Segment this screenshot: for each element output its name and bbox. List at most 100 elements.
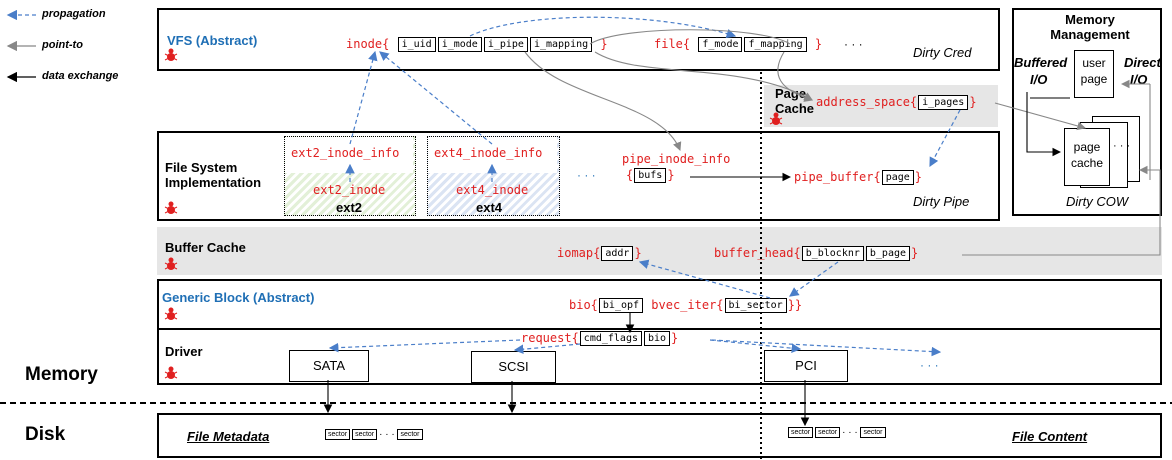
file-content-label: File Content [1012,429,1088,444]
file-prefix: file{ [654,37,691,51]
fs-ellipsis: · · · [577,168,596,182]
inode-prefix: inode{ [346,37,390,51]
buffered-label: Buffered [1014,55,1068,70]
imapping-to-addrspace [594,51,813,101]
bio-close: }} [787,298,803,312]
bug-icon [164,201,178,214]
field-bio: bio [643,331,671,346]
request-to-scsi-arrow [513,343,581,355]
field-addr: addr [601,246,634,261]
sector-5: sector [815,427,841,438]
ext4-inode: ext4_inode [456,183,529,197]
field-i-mapping: i_mapping [529,37,593,52]
sector-3: sector [397,429,423,440]
field-cmd-flags: cmd_flags [579,331,642,346]
field-b-blocknr: b_blocknr [801,246,864,261]
buffer-head-close: } [911,246,919,260]
request-close: } [671,331,679,345]
ipipe-to-pipeinfo-arrow [524,51,682,152]
bisector-to-addr-arrow [638,259,771,299]
fmapping-to-addrspace [777,51,814,102]
file-close: } [814,37,823,51]
device-sata: SATA [289,350,369,382]
bug-icon [164,307,178,320]
iomap-close: } [634,246,642,260]
disk-label: Disk [25,424,66,445]
field-i-pages: i_pages [918,95,969,110]
pipe-inode-info: pipe_inode_info [622,152,731,166]
device-scsi: SCSI [471,351,556,383]
bug-icon [164,48,178,61]
bvec-prefix: bvec_iter{ [651,298,724,312]
device-pci: PCI [764,350,848,382]
ext2-inode: ext2_inode [313,183,386,197]
field-i-pipe: i_pipe [483,37,528,52]
bug-icon [164,366,178,379]
user-page-box: user page [1074,50,1114,98]
generic-driver-divider [157,328,1162,330]
page-cache-title: Page Cache [775,86,815,116]
blocknr-to-bisector-arrow [789,261,839,297]
bug-icon [164,257,178,270]
address-space-struct: address_space{i_pages} [816,95,977,110]
dirty-cow-label: Dirty COW [1066,194,1129,209]
field-bi-sector: bi_sector [724,298,787,313]
fmapping-arc [589,29,791,45]
page-cache-dots: · · · [1113,140,1131,152]
pipe-buffer-prefix: pipe_buffer{ [794,170,881,184]
memory-mgmt-title: Memory Management [1050,12,1130,42]
field-page: page [881,170,914,185]
bio-prefix: bio{ [569,298,598,312]
iomap-struct: iomap{addr} [557,246,642,261]
sector-6: sector [860,427,886,438]
page-cache-box: page cache [1064,128,1110,186]
generic-block-title: Generic Block (Abstract) [162,290,315,305]
address-space-prefix: address_space{ [816,95,918,109]
bug-icon [769,112,783,125]
request-prefix: request{ [521,331,579,345]
bufs-close: } [667,168,675,182]
sector-dots-2: · · · [842,427,858,439]
request-to-sata-arrow [328,339,521,353]
ext2-label: ext2 [336,200,363,215]
direct-io-label: I/O [1130,72,1148,87]
bufferhead-to-pagecache [962,165,1161,256]
field-bufs: bufs [634,168,667,183]
bufs-prefix: { [626,168,634,182]
buffer-head-prefix: buffer_head{ [714,246,801,260]
dirty-pipe-label: Dirty Pipe [913,194,970,209]
ext4-label: ext4 [476,200,503,215]
request-to-pci-arrow [709,339,802,353]
vfs-title: VFS (Abstract) [167,33,258,48]
bio-struct: bio{bi_opf bvec_iter{bi_sector}} [569,298,802,313]
sector-2: sector [352,429,378,440]
field-f-mode: f_mode [698,37,743,52]
vfs-ellipsis: · · · [844,37,863,51]
ext2-inode-info: ext2_inode_info [291,146,400,160]
ext4-to-inode-arrow [379,51,493,145]
file-metadata-label: File Metadata [187,429,270,444]
pipe-buffer-struct: pipe_buffer{page} [794,170,922,185]
field-f-mapping: f_mapping [744,37,807,52]
disk-layer [157,413,1162,458]
inode-close: } [600,37,608,51]
imode-fmode-arc [469,16,737,39]
addrspace-to-pagecache-arrow [994,102,1087,131]
sector-1: sector [325,429,351,440]
legend-point-to: point-to [42,39,83,51]
field-i-mode: i_mode [437,37,482,52]
memory-label: Memory [25,364,98,385]
legend-propagation: propagation [42,8,106,20]
ext2-to-inode-arrow [349,50,378,145]
direct-label: Direct [1124,55,1161,70]
field-bi-opf: bi_opf [598,298,644,313]
buffer-cache-title: Buffer Cache [165,240,246,255]
driver-title: Driver [165,344,203,359]
fs-impl-title: File System Implementation [165,160,262,190]
